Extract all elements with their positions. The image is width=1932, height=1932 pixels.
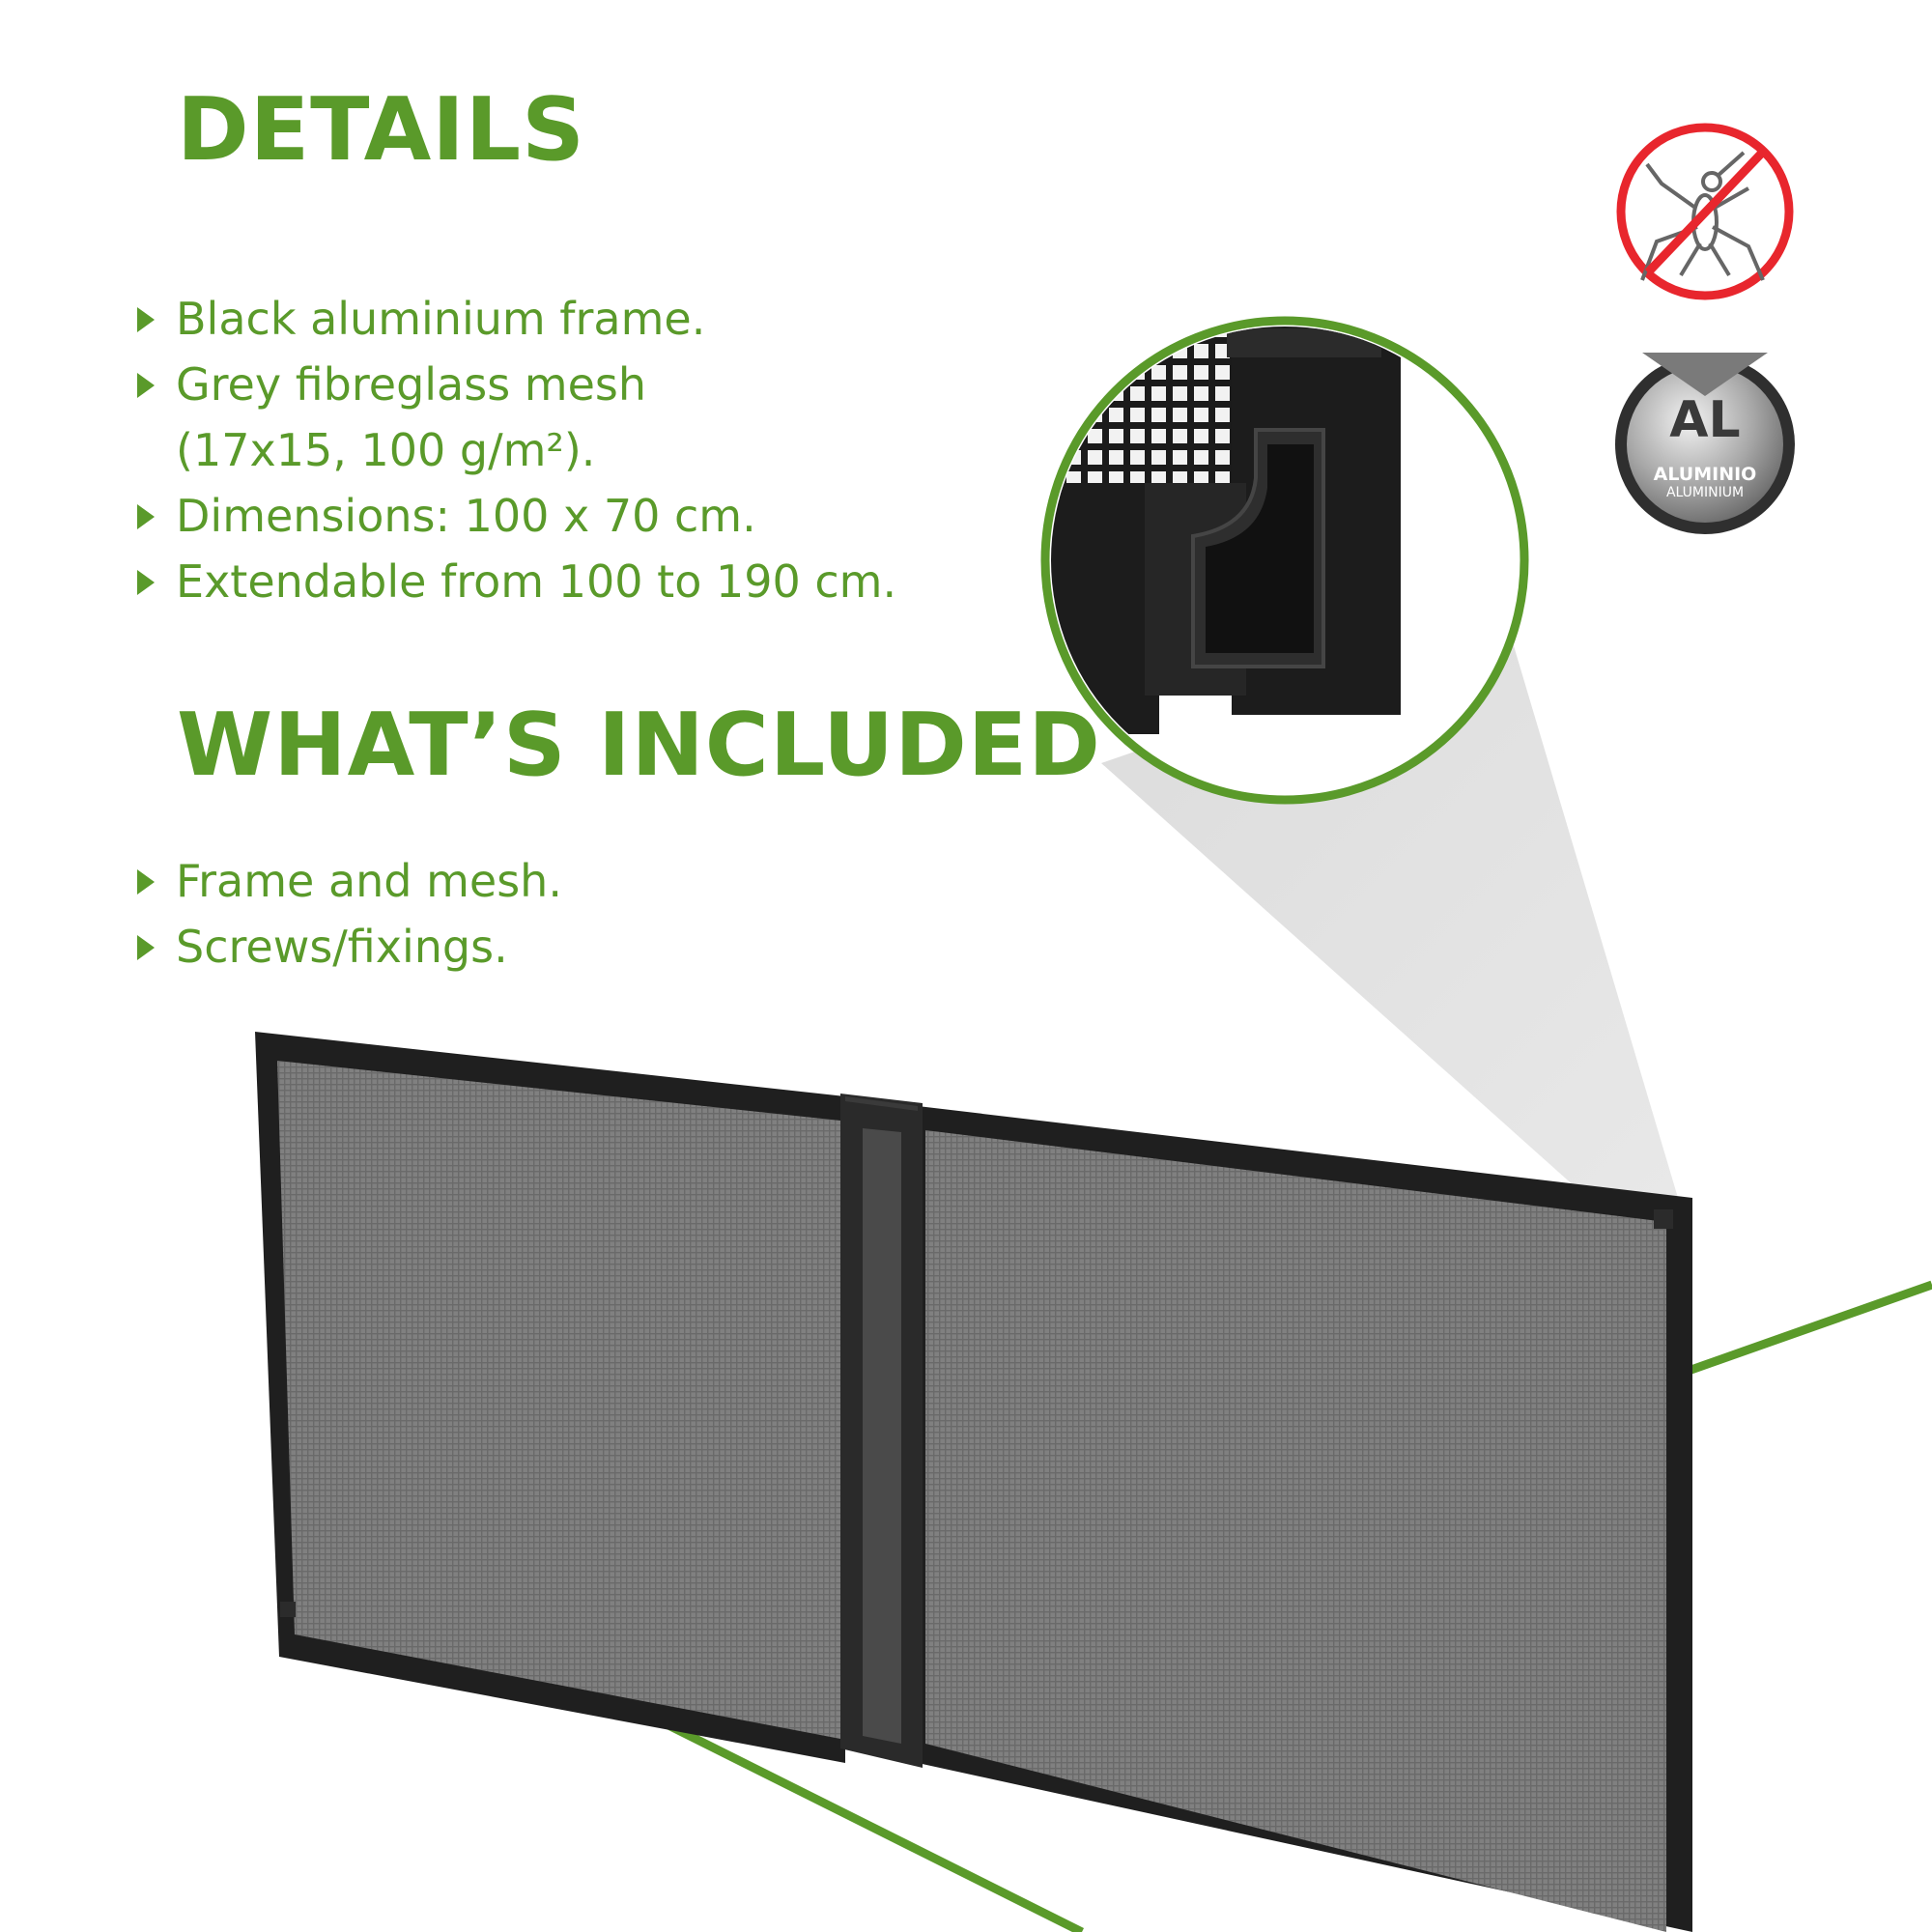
right-mesh-panel	[925, 1130, 1666, 1932]
list-item: Extendable from 100 to 190 cm.	[133, 549, 896, 614]
included-heading: WHAT’S INCLUDED	[177, 695, 1101, 796]
list-item-text: Extendable from 100 to 190 cm.	[176, 555, 897, 608]
bullet-arrow-icon	[137, 570, 155, 595]
aluminium-symbol: AL	[1669, 391, 1740, 449]
list-item-text: Dimensions: 100 x 70 cm.	[176, 490, 756, 542]
list-item: Frame and mesh.	[133, 848, 562, 914]
list-item-text-continued: (17x15, 100 g/m²).	[176, 424, 596, 476]
details-list: Black aluminium frame. Grey fibreglass m…	[133, 286, 896, 614]
aluminium-icon: AL ALUMINIO ALUMINIUM	[1615, 353, 1795, 534]
aluminium-label: ALUMINIO	[1654, 464, 1757, 485]
window-screen-frame	[255, 1032, 1692, 1932]
list-item-text: Grey fibreglass mesh	[176, 358, 647, 411]
included-list: Frame and mesh. Screws/fixings.	[133, 848, 562, 980]
list-item: Grey fibreglass mesh (17x15, 100 g/m²).	[133, 352, 896, 483]
corner-detail-zoom	[1040, 316, 1529, 805]
list-item: Black aluminium frame.	[133, 286, 896, 352]
bullet-arrow-icon	[137, 373, 155, 398]
list-item: Screws/fixings.	[133, 914, 562, 980]
details-heading: DETAILS	[177, 79, 585, 181]
aluminium-sublabel: ALUMINIUM	[1666, 485, 1744, 500]
list-item-text: Frame and mesh.	[176, 855, 562, 907]
list-item-text: Black aluminium frame.	[176, 293, 706, 345]
list-item: Dimensions: 100 x 70 cm.	[133, 483, 896, 549]
bullet-arrow-icon	[137, 935, 155, 960]
bullet-arrow-icon	[137, 869, 155, 895]
green-accent-lines	[654, 1280, 1932, 1932]
list-item-text: Screws/fixings.	[176, 921, 508, 973]
left-mesh-panel	[277, 1061, 840, 1739]
bullet-arrow-icon	[137, 504, 155, 529]
bullet-arrow-icon	[137, 307, 155, 332]
no-mosquito-icon	[1616, 123, 1794, 300]
